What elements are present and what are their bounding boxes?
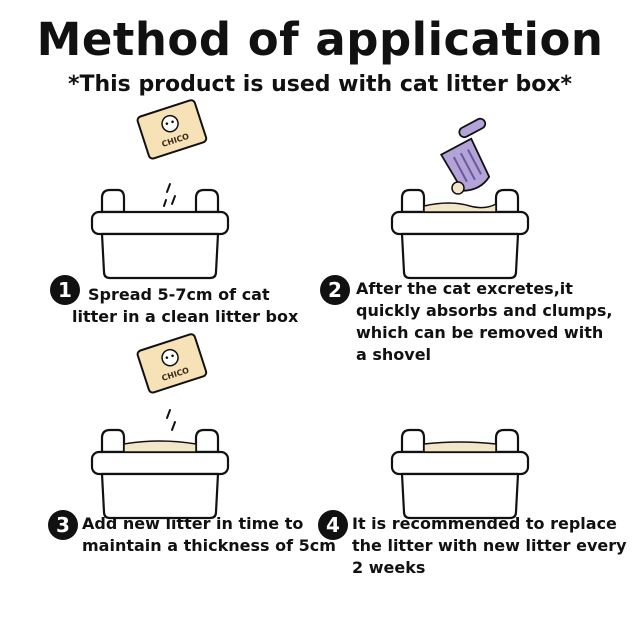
step-number-3-badge: 3 — [48, 510, 78, 540]
step-3-illustration: CHICO — [90, 333, 230, 520]
step-3-line-1: Add new litter in time to — [82, 514, 304, 533]
step-1-text: Spread 5-7cm of cat litter in a clean li… — [72, 284, 298, 328]
step-2-line-2: quickly absorbs and clumps, — [356, 301, 613, 320]
litter-box-icon — [390, 428, 530, 520]
litter-fill — [423, 441, 497, 453]
step-3-text: Add new litter in time to maintain a thi… — [82, 513, 336, 557]
litter-bag-icon: CHICO — [136, 333, 208, 394]
scoop-icon — [439, 117, 491, 192]
step-2-text: After the cat excretes,it quickly absorb… — [356, 278, 612, 366]
litter-box-icon — [390, 188, 530, 280]
step-2-illustration — [390, 117, 530, 280]
step-2-line-4: a shovel — [356, 345, 432, 364]
step-1-line-2: litter in a clean litter box — [72, 307, 299, 326]
litter-bag-icon: CHICO — [136, 99, 208, 160]
step-4-line-2: the litter with new litter every — [352, 536, 627, 555]
falling-litter-icon — [163, 183, 176, 207]
litter-fill — [423, 202, 497, 213]
page-title: Method of application — [36, 13, 604, 66]
step-number-1-badge: 1 — [50, 275, 80, 305]
litter-box-icon — [90, 428, 230, 520]
step-2-line-1: After the cat excretes,it — [356, 279, 573, 298]
step-4-line-1: It is recommended to replace — [352, 514, 617, 533]
step-4-line-3: 2 weeks — [352, 558, 426, 577]
step-1-illustration: CHICO — [90, 99, 230, 280]
page-subtitle: *This product is used with cat litter bo… — [67, 72, 573, 97]
falling-litter-icon — [166, 409, 176, 431]
step-4-text: It is recommended to replace the litter … — [352, 513, 627, 579]
litter-clump — [451, 181, 465, 195]
step-2-line-3: which can be removed with — [356, 323, 604, 342]
litter-box-icon — [90, 188, 230, 280]
step-1-line-1: Spread 5-7cm of cat — [88, 285, 270, 304]
step-number-2-badge: 2 — [320, 275, 350, 305]
step-number-4-badge: 4 — [318, 510, 348, 540]
litter-fill — [123, 440, 197, 453]
step-4-illustration — [390, 428, 530, 520]
step-3-line-2: maintain a thickness of 5cm — [82, 536, 336, 555]
